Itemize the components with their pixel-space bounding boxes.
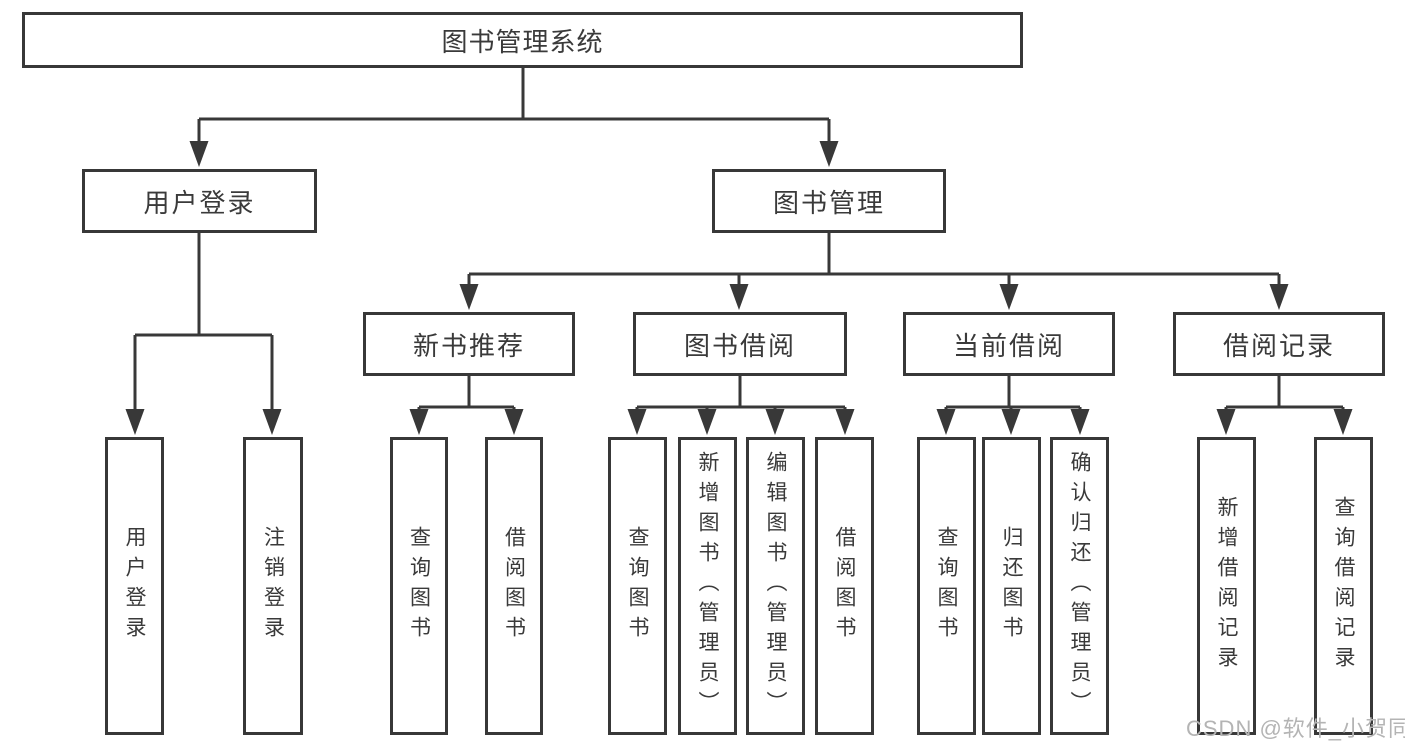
leaf-query-borrow-record: 查询借阅记录 [1314,437,1373,735]
leaf-borrow-books: 借阅图书 [815,437,874,735]
leaf-add-borrow-record: 新增借阅记录 [1197,437,1256,735]
node-current-borrow: 当前借阅 [903,312,1115,376]
node-borrow-records: 借阅记录 [1173,312,1385,376]
leaf-recommend-borrow-books-label: 借阅图书 [502,526,526,646]
leaf-borrow-books-label: 借阅图书 [833,526,857,646]
node-user-login: 用户登录 [82,169,317,233]
leaf-add-books-admin-label: 新增图书（管理员） [696,451,720,721]
leaf-borrow-query-books: 查询图书 [608,437,667,735]
leaf-confirm-return-admin: 确认归还（管理员） [1050,437,1109,735]
connector-current-borrow [936,376,1090,435]
node-current-borrow-label: 当前借阅 [952,330,1065,361]
node-book-management-label: 图书管理 [772,187,885,218]
node-new-book-recommend: 新书推荐 [363,312,575,376]
node-new-book-recommend-label: 新书推荐 [412,330,525,361]
connector-borrow-records [1216,376,1353,435]
leaf-borrow-query-books-label: 查询图书 [626,526,650,646]
leaf-add-books-admin: 新增图书（管理员） [678,437,737,735]
connector-user-login [125,233,282,435]
leaf-edit-books-admin: 编辑图书（管理员） [746,437,805,735]
node-user-login-label: 用户登录 [143,187,256,218]
node-book-borrow: 图书借阅 [633,312,847,376]
node-book-borrow-label: 图书借阅 [683,330,796,361]
leaf-user-login: 用户登录 [105,437,164,735]
node-book-management: 图书管理 [712,169,946,233]
node-root: 图书管理系统 [22,12,1023,68]
node-root-label: 图书管理系统 [441,26,604,57]
leaf-edit-books-admin-label: 编辑图书（管理员） [764,451,788,721]
leaf-add-borrow-record-label: 新增借阅记录 [1215,496,1239,676]
leaf-logout-label: 注销登录 [261,526,285,646]
connector-book-management [459,233,1289,310]
leaf-user-login-label: 用户登录 [123,526,147,646]
leaf-confirm-return-admin-label: 确认归还（管理员） [1068,451,1092,721]
leaf-query-borrow-record-label: 查询借阅记录 [1332,496,1356,676]
leaf-recommend-query-books: 查询图书 [390,437,448,735]
leaf-recommend-borrow-books: 借阅图书 [485,437,543,735]
node-borrow-records-label: 借阅记录 [1222,330,1335,361]
leaf-logout: 注销登录 [243,437,303,735]
csdn-watermark: CSDN @软件_小贺同学 [1186,716,1405,741]
leaf-return-books: 归还图书 [982,437,1041,735]
connector-book-borrow [627,376,855,435]
leaf-return-books-label: 归还图书 [1000,526,1024,646]
connector-new-book-recommend [409,376,524,435]
leaf-current-query-books-label: 查询图书 [935,526,959,646]
connector-root [189,68,839,167]
leaf-recommend-query-books-label: 查询图书 [407,526,431,646]
leaf-current-query-books: 查询图书 [917,437,976,735]
